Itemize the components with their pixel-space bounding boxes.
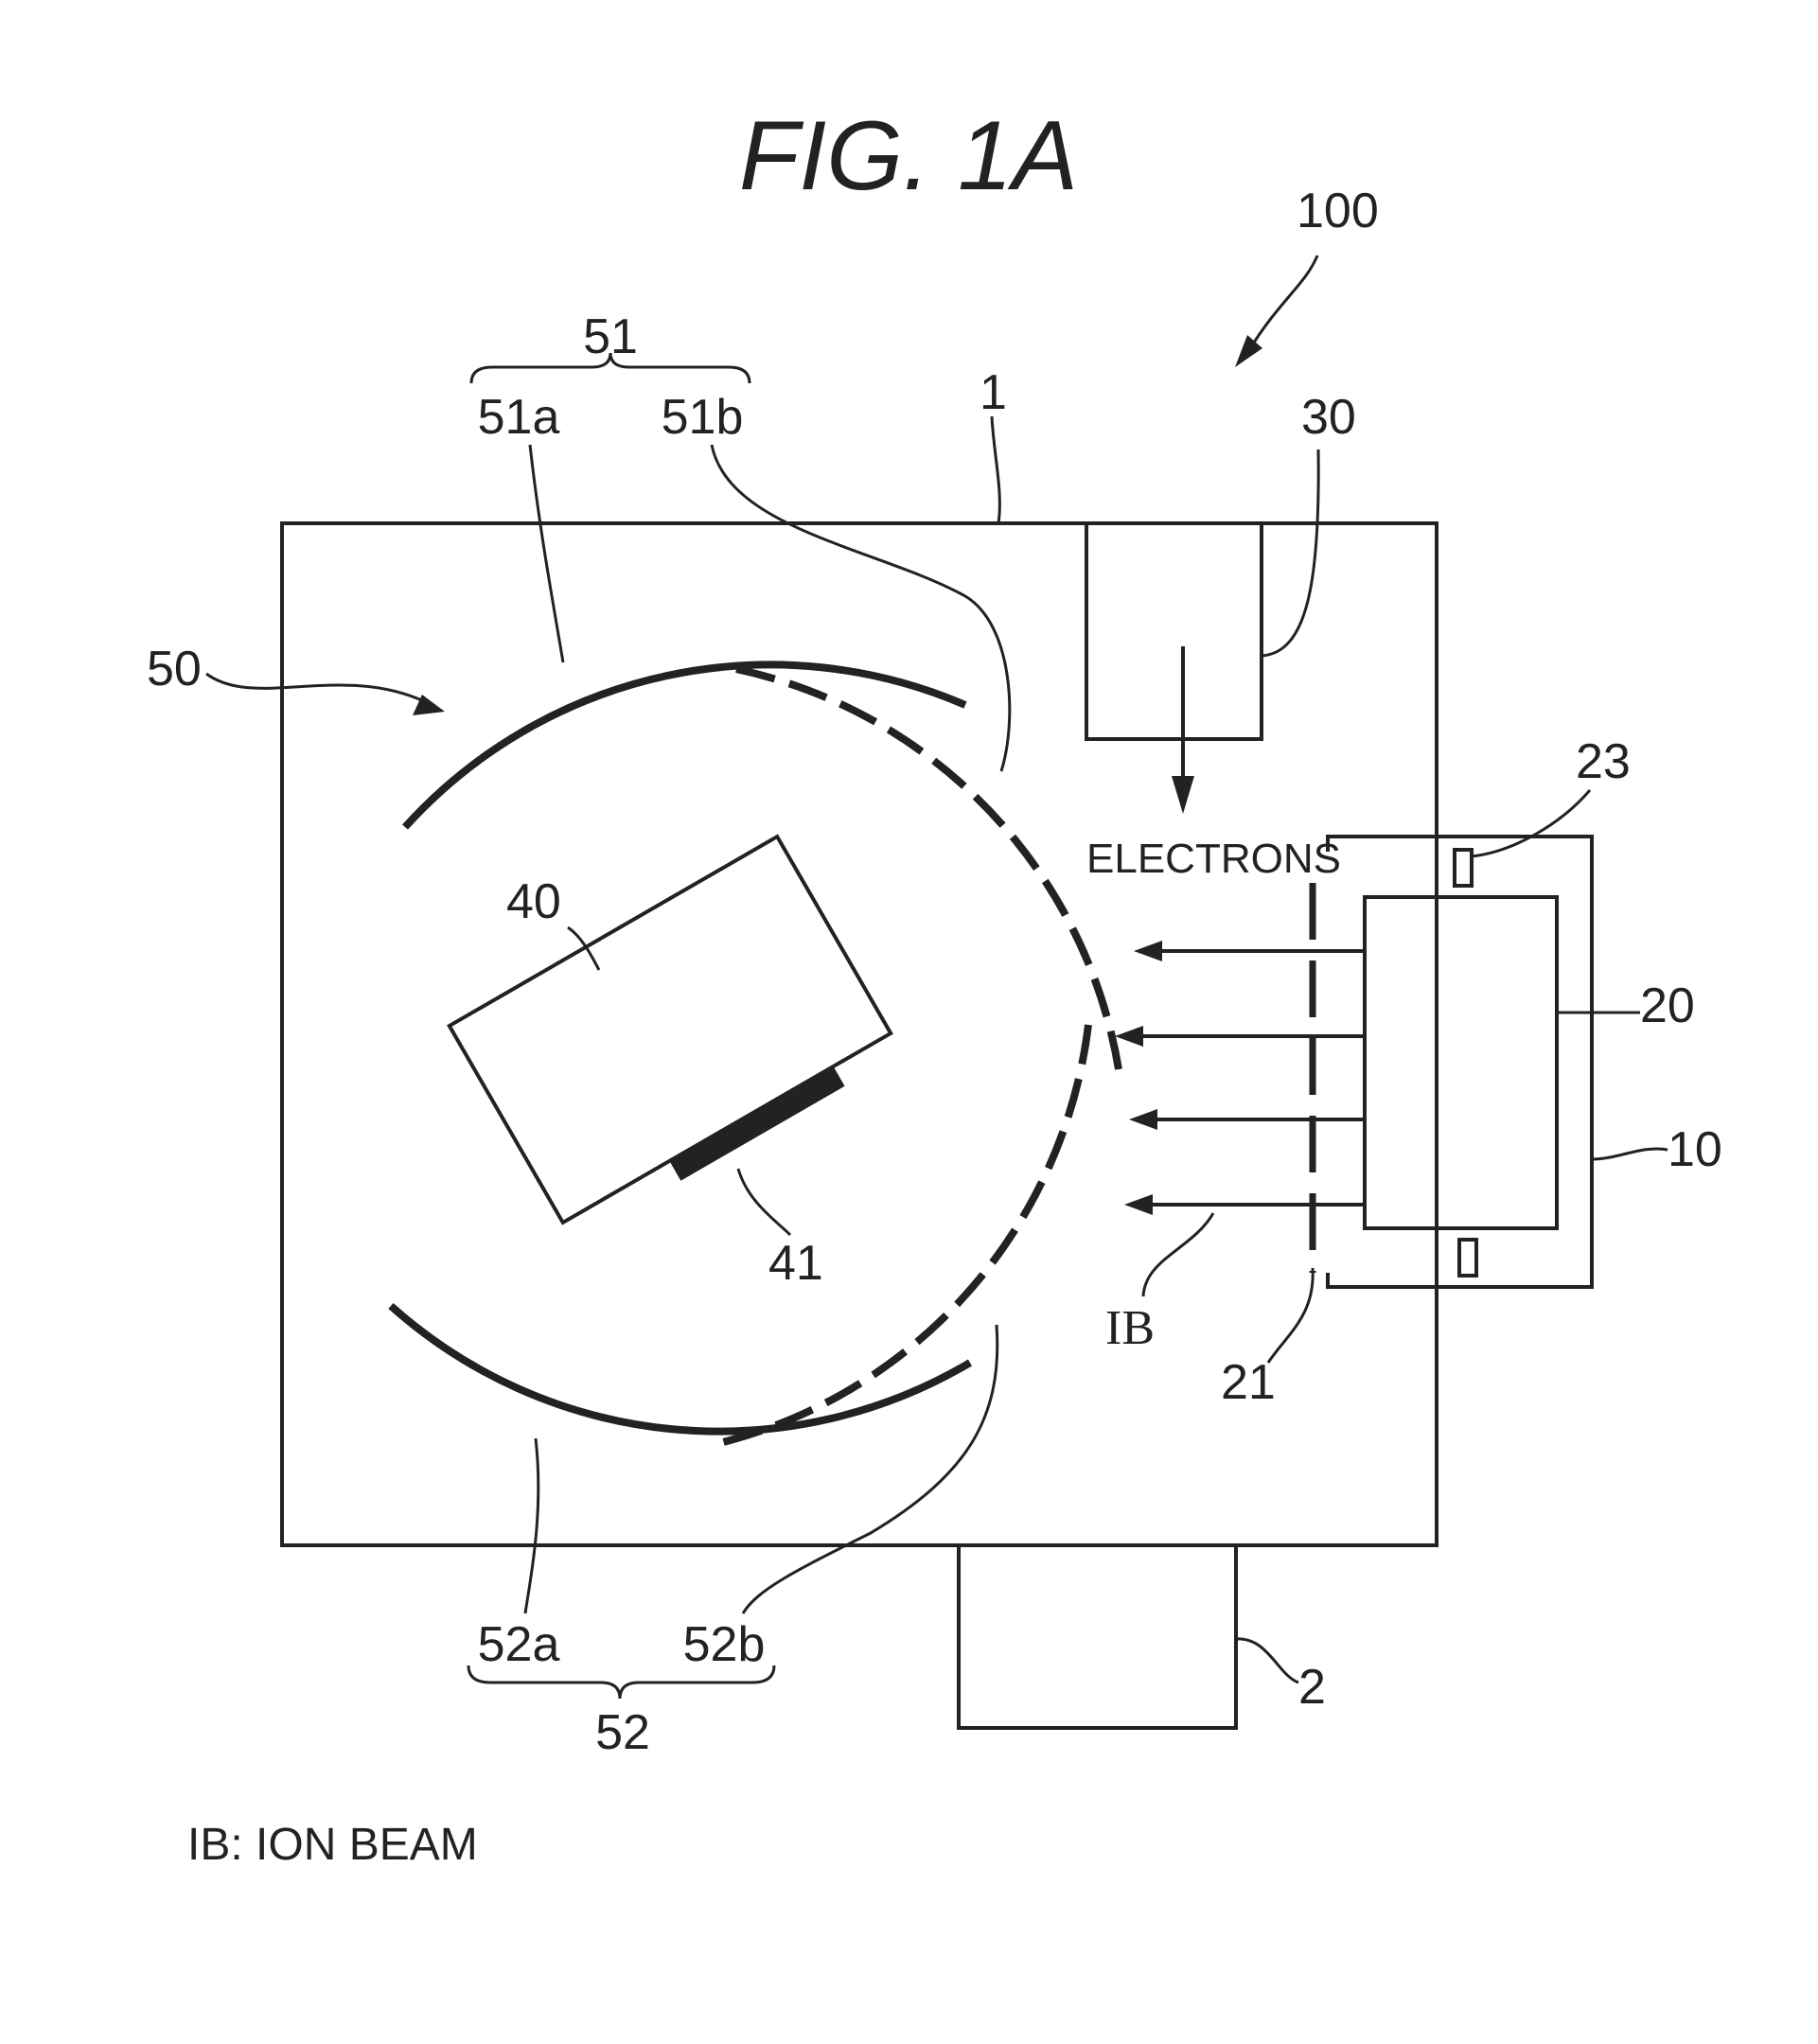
leader-30 — [1262, 449, 1318, 656]
label-52: 52 — [595, 1705, 650, 1760]
pointer-100 — [1249, 256, 1317, 350]
pointer-100-arrowhead — [1235, 335, 1262, 367]
label-30: 30 — [1301, 390, 1356, 445]
label-20: 20 — [1640, 978, 1695, 1033]
label-50: 50 — [147, 642, 202, 696]
ion-source — [1365, 897, 1557, 1228]
leader-23 — [1472, 790, 1590, 856]
label-40: 40 — [506, 874, 561, 929]
electron-arrowhead — [1172, 776, 1194, 814]
upper-shield-outer — [405, 664, 965, 827]
brace-51 — [471, 353, 750, 383]
label-1: 1 — [980, 365, 1007, 420]
label-2: 2 — [1298, 1660, 1326, 1715]
leader-2 — [1236, 1639, 1298, 1683]
label-51b: 51b — [662, 390, 744, 445]
electrons-label: ELECTRONS — [1086, 836, 1341, 882]
label-100: 100 — [1297, 184, 1379, 238]
element-23-top — [1455, 850, 1472, 886]
figure-title: FIG. 1A — [739, 101, 1078, 211]
neutralizer — [1086, 523, 1262, 739]
leader-51b — [712, 445, 1010, 771]
ion-beam-arrowhead-4 — [1124, 1194, 1153, 1215]
upper-shield-inner — [736, 669, 1119, 1069]
leader-52a — [525, 1438, 538, 1613]
lower-shield-inner — [712, 1025, 1088, 1445]
leader-10 — [1592, 1149, 1668, 1159]
label-23: 23 — [1576, 734, 1631, 789]
pump — [959, 1545, 1236, 1728]
ion-beam-arrowhead-1 — [1134, 941, 1162, 961]
pointer-50 — [206, 674, 426, 702]
leader-21 — [1268, 1268, 1313, 1363]
label-52b: 52b — [683, 1617, 766, 1672]
label-ib: IB — [1105, 1301, 1155, 1355]
figure-caption: IB: ION BEAM — [187, 1820, 478, 1870]
leader-51a — [530, 445, 563, 662]
label-10: 10 — [1668, 1122, 1722, 1177]
label-52a: 52a — [478, 1617, 560, 1672]
label-21: 21 — [1221, 1355, 1276, 1410]
element-23-bottom — [1459, 1240, 1476, 1276]
label-41: 41 — [768, 1236, 823, 1291]
ion-beam-arrowhead-3 — [1129, 1109, 1157, 1130]
leader-1 — [992, 416, 999, 523]
ion-source-housing — [1328, 837, 1592, 1287]
ion-beam-arrowhead-2 — [1115, 1026, 1143, 1047]
leader-41 — [738, 1169, 790, 1235]
label-51a: 51a — [478, 390, 560, 445]
substrate — [669, 1066, 844, 1181]
leader-ib — [1143, 1213, 1213, 1296]
